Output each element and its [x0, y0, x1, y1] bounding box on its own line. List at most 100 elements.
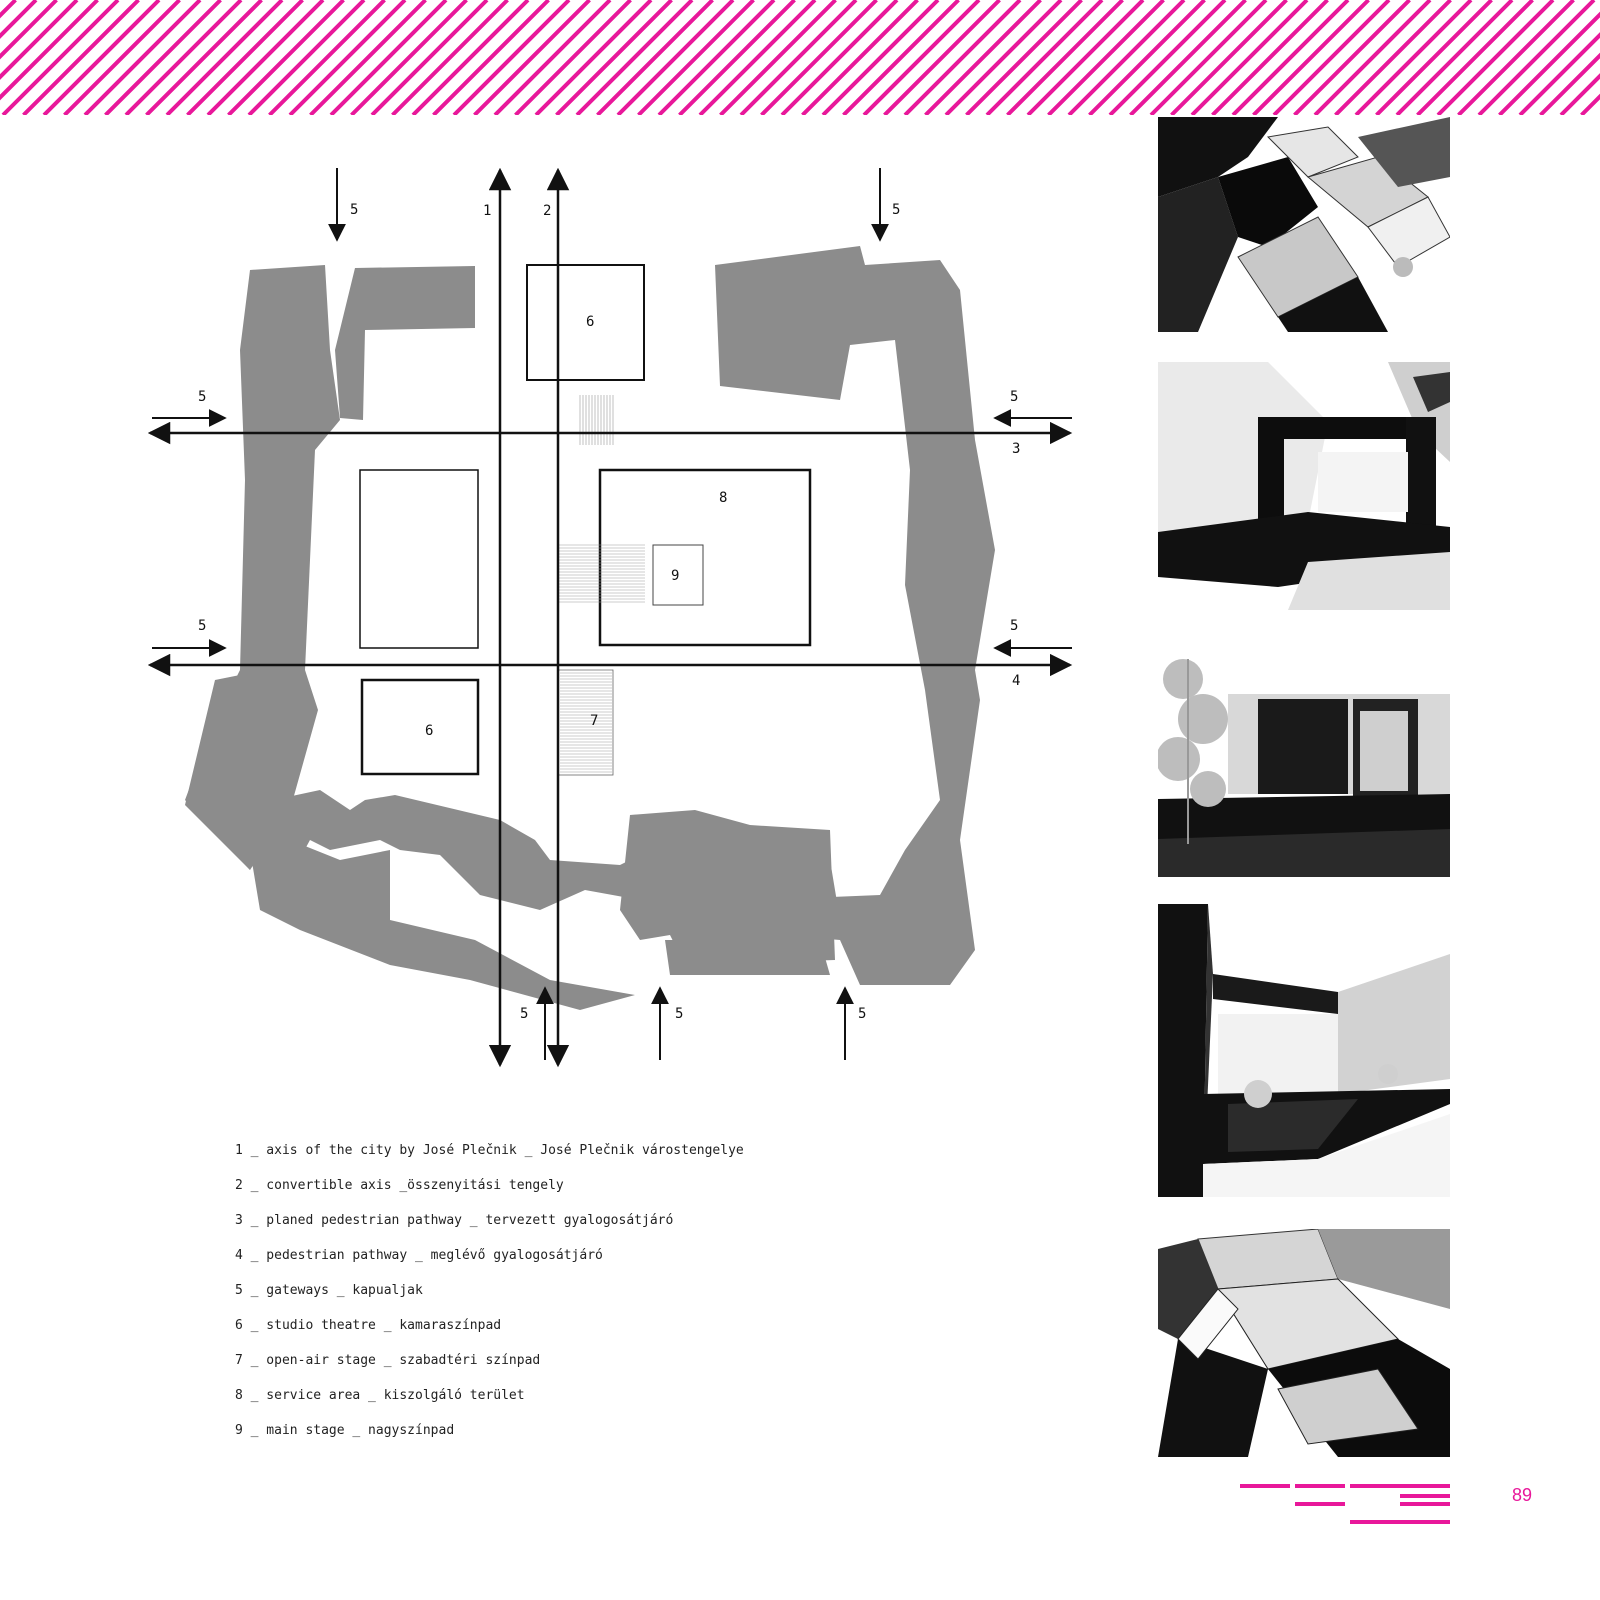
axis3-label: 3	[1012, 441, 1020, 457]
stripe	[473, 0, 591, 115]
stripe	[104, 0, 222, 115]
stripe	[637, 0, 755, 115]
building-masses	[185, 246, 995, 1010]
stripe	[514, 0, 632, 115]
stripe	[1, 0, 120, 115]
stripe	[268, 0, 386, 115]
stripe	[965, 0, 1083, 115]
logo-bar	[1400, 1502, 1450, 1506]
stripe	[842, 0, 960, 115]
stripe	[63, 0, 181, 115]
header-stripes	[0, 0, 1600, 115]
stripe	[616, 0, 735, 115]
legend-item: 4 _ pedestrian pathway _ meglévő gyalogo…	[235, 1248, 603, 1263]
building-plans	[359, 264, 812, 776]
stripe	[985, 0, 1104, 115]
stripe	[698, 0, 817, 115]
stripe	[350, 0, 468, 115]
legend-item: 6 _ studio theatre _ kamaraszínpad	[235, 1318, 502, 1333]
stripe	[1334, 0, 1452, 115]
stripe	[821, 0, 940, 115]
stripe	[206, 0, 325, 115]
stripe	[1108, 0, 1227, 115]
page-number: 89	[1512, 1485, 1533, 1505]
stair-hatches	[558, 395, 645, 773]
stripe	[1149, 0, 1268, 115]
stripe	[780, 0, 899, 115]
stripe	[1231, 0, 1350, 115]
axis2-label: 2	[543, 203, 551, 219]
rendering-column	[1158, 117, 1450, 1457]
site-plan: 1 2 3 4 5 5 5 5 5 5 5 5 5 6 6 7 8 9	[147, 167, 1073, 1068]
stripe	[1498, 11, 1600, 115]
stripe	[165, 0, 284, 115]
rendering-image	[1158, 117, 1450, 332]
stripe	[0, 0, 79, 80]
stripe	[1518, 32, 1600, 115]
stripe	[883, 0, 1001, 115]
legend-item: 9 _ main stage _ nagyszínpad	[235, 1423, 455, 1438]
stripe	[227, 0, 345, 115]
stripe	[1026, 0, 1145, 115]
stripe	[657, 0, 776, 115]
stripe	[1416, 0, 1534, 115]
gateway-label: 5	[520, 1006, 528, 1022]
stripe	[801, 0, 919, 115]
stripe	[493, 0, 612, 115]
stripe	[596, 0, 714, 115]
rendering-image	[1158, 639, 1450, 877]
legend-item: 1 _ axis of the city by José Plečnik _ J…	[235, 1143, 744, 1158]
stripe	[534, 0, 653, 115]
stripe	[944, 0, 1063, 115]
logo-bar	[1350, 1484, 1400, 1488]
stripe	[247, 0, 366, 115]
stripe	[760, 0, 878, 115]
logo	[1240, 1484, 1450, 1524]
open-air-stage-label: 7	[590, 713, 598, 729]
gateway-label: 5	[1010, 389, 1018, 405]
stripe	[1354, 0, 1473, 115]
stripe	[1272, 0, 1391, 115]
stripe	[555, 0, 673, 115]
legend-item: 3 _ planed pedestrian pathway _ tervezet…	[235, 1213, 674, 1228]
gateway-label: 5	[198, 389, 206, 405]
stripe	[1457, 0, 1575, 115]
stripe	[391, 0, 509, 115]
stripe	[329, 0, 448, 115]
service-area-label: 8	[719, 490, 727, 506]
gateway-label: 5	[1010, 618, 1018, 634]
stripe	[924, 0, 1042, 115]
logo-bar	[1400, 1520, 1450, 1524]
stripe	[42, 0, 161, 115]
rendering-image	[1158, 904, 1450, 1197]
stripe	[1559, 73, 1600, 115]
stripe	[1252, 0, 1370, 115]
stripe	[1539, 52, 1600, 115]
axis-lines	[147, 167, 1073, 1068]
logo-bar	[1295, 1502, 1345, 1506]
gateway-label: 5	[892, 202, 900, 218]
axis1-label: 1	[483, 203, 491, 219]
stripe	[1006, 0, 1124, 115]
stripe	[719, 0, 837, 115]
legend: 1 _ axis of the city by José Plečnik _ J…	[235, 1142, 995, 1457]
stripe	[124, 0, 243, 115]
stripe	[1436, 0, 1555, 115]
stripe	[0, 0, 58, 60]
stripe	[739, 0, 858, 115]
stripe	[1395, 0, 1514, 115]
gateway-label: 5	[675, 1006, 683, 1022]
stripe	[452, 0, 571, 115]
stripe	[83, 0, 202, 115]
legend-item: 8 _ service area _ kiszolgáló terület	[235, 1388, 525, 1403]
logo-bar	[1400, 1494, 1450, 1498]
stripe	[1211, 0, 1329, 115]
stripe	[1190, 0, 1309, 115]
stripe	[1129, 0, 1247, 115]
stripe	[903, 0, 1022, 115]
gateway-arrows	[152, 168, 1072, 1060]
stripe	[0, 0, 99, 101]
stripe	[1088, 0, 1206, 115]
stripe	[370, 0, 489, 115]
stripe	[1067, 0, 1186, 115]
